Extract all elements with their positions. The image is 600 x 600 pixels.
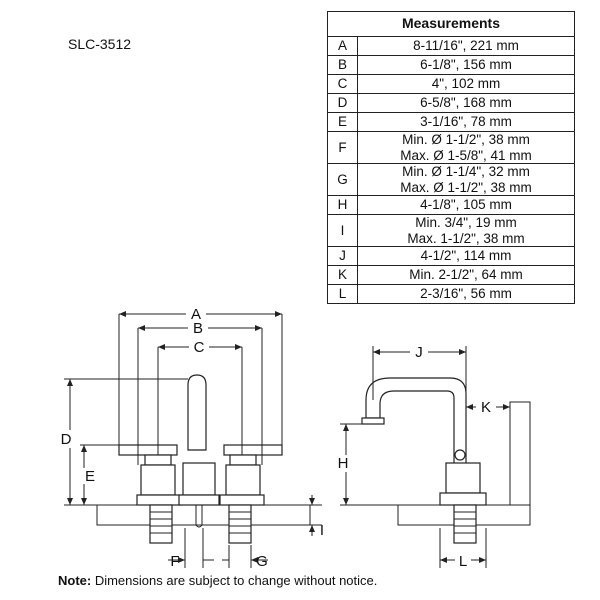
measurement-value-line: 2-3/16", 56 mm — [420, 286, 512, 302]
measurement-value: 4-1/2", 114 mm — [357, 246, 575, 266]
measurement-value-line: Min. Ø 1-1/2", 38 mm — [402, 132, 530, 147]
note-text: Dimensions are subject to change without… — [91, 573, 378, 588]
front-countertop — [96, 504, 311, 526]
measurement-value-line: Min. Ø 1-1/4", 32 mm — [402, 164, 530, 179]
measurement-value-line: 4-1/2", 114 mm — [420, 248, 512, 264]
dimension-label-h: H — [338, 455, 349, 472]
note-label: Note: — [58, 573, 92, 588]
measurements-title: Measurements — [327, 11, 575, 37]
measurement-value-line: 3-1/16", 78 mm — [420, 114, 512, 130]
measurement-value-line: Max. 1-1/2", 38 mm — [407, 230, 525, 246]
dimension-label-d: D — [61, 431, 72, 448]
disclaimer-note: Note: Dimensions are subject to change w… — [58, 573, 377, 588]
front-spout — [178, 374, 220, 506]
dimension-label-g: G — [256, 553, 268, 570]
side-spout — [361, 377, 487, 544]
dimension-label-a: A — [191, 306, 201, 323]
measurement-value-line: Max. Ø 1-1/2", 38 mm — [400, 179, 532, 195]
measurement-value-line: 8-11/16", 221 mm — [413, 38, 519, 54]
measurement-value-line: Min. 2-1/2", 64 mm — [409, 267, 523, 283]
measurement-value-line: Min. 3/4", 19 mm — [415, 215, 517, 230]
front-view: A B C D E F G — [61, 306, 325, 570]
dimension-label-i: I — [320, 522, 324, 539]
dimension-label-f: F — [170, 553, 179, 570]
measurement-value-line: 4", 102 mm — [431, 76, 501, 92]
measurement-value-line: Max. Ø 1-5/8", 41 mm — [400, 147, 532, 163]
dimension-label-l: L — [459, 553, 467, 570]
measurement-letter: I — [327, 214, 358, 247]
dimension-label-j: J — [415, 344, 423, 361]
dimension-label-b: B — [193, 320, 203, 337]
side-view: J K H L — [338, 344, 531, 570]
model-number: SLC-3512 — [68, 36, 132, 52]
front-shanks — [149, 504, 252, 544]
right-handle — [219, 444, 283, 506]
dimension-label-k: K — [481, 399, 491, 416]
measurement-value-line: 6-5/8", 168 mm — [420, 95, 512, 111]
measurement-value: 4-1/8", 105 mm — [357, 195, 575, 215]
measurement-value: Min. 2-1/2", 64 mm — [357, 265, 575, 285]
measurement-value: 2-3/16", 56 mm — [357, 284, 575, 304]
side-backsplash — [509, 401, 531, 506]
measurement-value: 3-1/16", 78 mm — [357, 112, 575, 132]
dimension-label-c: C — [194, 339, 205, 356]
measurement-value: 6-5/8", 168 mm — [357, 93, 575, 113]
dimension-label-e: E — [85, 468, 95, 485]
measurement-value: 4", 102 mm — [357, 74, 575, 94]
left-handle — [118, 444, 182, 506]
measurement-value-line: 4-1/8", 105 mm — [420, 197, 512, 213]
measurement-value-line: 6-1/8", 156 mm — [420, 57, 512, 73]
